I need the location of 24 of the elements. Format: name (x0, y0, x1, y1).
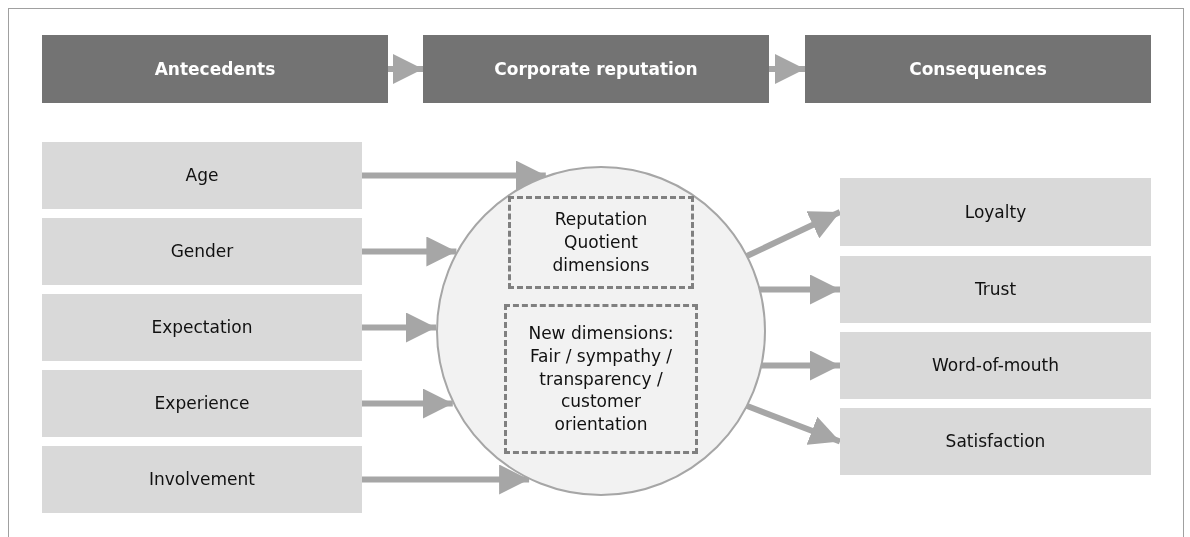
arrow (744, 402, 842, 445)
dimension-box: New dimensions: Fair / sympathy / transparency / customer orientation (504, 304, 698, 454)
arrow (362, 236, 457, 267)
arrow (759, 350, 840, 381)
arrow (362, 312, 436, 343)
factor-box: Involvement (42, 446, 362, 513)
factor-box: Expectation (42, 294, 362, 361)
dimension-box: Reputation Quotient dimensions (508, 196, 694, 289)
factor-box: Gender (42, 218, 362, 285)
factor-box: Age (42, 142, 362, 209)
stage-header: Corporate reputation (423, 35, 769, 103)
arrow (744, 209, 842, 260)
stage-header: Consequences (805, 35, 1151, 103)
outcome-box: Word-of-mouth (840, 332, 1151, 399)
stage-header: Antecedents (42, 35, 388, 103)
outcome-box: Loyalty (840, 178, 1151, 246)
arrow (362, 388, 453, 419)
arrow (769, 54, 805, 84)
outcome-box: Satisfaction (840, 408, 1151, 475)
arrow (388, 54, 423, 84)
arrow (362, 160, 546, 191)
factor-box: Experience (42, 370, 362, 437)
outcome-box: Trust (840, 256, 1151, 323)
arrow (362, 464, 530, 495)
